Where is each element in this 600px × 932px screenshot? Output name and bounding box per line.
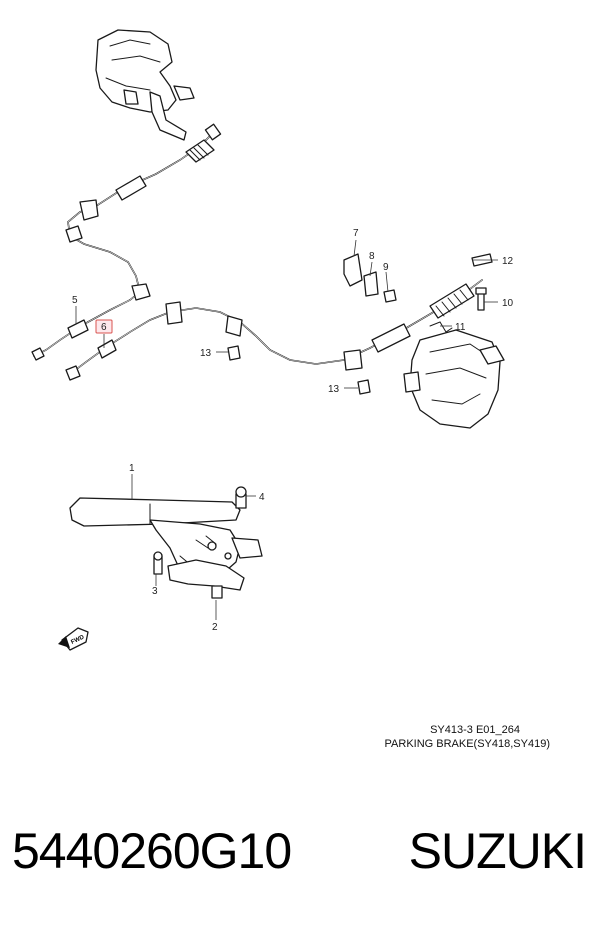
clip-8 (363, 271, 379, 297)
rear-brake-assembly-right (403, 329, 505, 429)
callout-3: 3 (152, 586, 158, 597)
bolt-13b (357, 379, 371, 395)
callout-10: 10 (502, 298, 514, 309)
callout-4: 4 (259, 492, 265, 503)
bolt-9 (383, 289, 397, 303)
callout-13a: 13 (200, 348, 212, 359)
fwd-label: FWD (70, 634, 86, 645)
brand-name: SUZUKI (408, 823, 587, 879)
bolt-10 (475, 287, 487, 311)
callout-7: 7 (353, 228, 359, 239)
diagram-reference-title: PARKING BRAKE(SY418,SY419) (384, 738, 550, 750)
diagram-reference-code: SY413-3 E01_264 (430, 724, 520, 736)
part-number: 5440260G10 (12, 823, 292, 879)
leader-lines (75, 239, 498, 620)
callout-2: 2 (212, 622, 218, 633)
bolt-4 (235, 486, 247, 509)
bolt-3 (153, 551, 163, 575)
callout-8: 8 (369, 251, 375, 262)
bracket-7 (343, 253, 363, 287)
callout-13b: 13 (328, 384, 340, 395)
callout-6: 6 (101, 322, 107, 333)
callout-9: 9 (383, 262, 389, 273)
fwd-arrow: FWD (58, 627, 89, 651)
lever-bracket-2 (167, 537, 263, 599)
cable-6 (65, 279, 483, 381)
callout-6-highlight: 6 (95, 319, 113, 334)
bolt-13a (227, 345, 241, 361)
callout-11: 11 (455, 322, 466, 333)
callout-12: 12 (502, 256, 514, 267)
rear-brake-assembly-left (95, 29, 195, 141)
parking-brake-diagram: FWD 7 8 9 12 10 11 13 13 5 (31, 29, 514, 651)
callout-5: 5 (72, 295, 78, 306)
callout-1: 1 (129, 463, 135, 474)
spring-clip-11 (429, 321, 453, 333)
cable-5 (31, 123, 222, 361)
